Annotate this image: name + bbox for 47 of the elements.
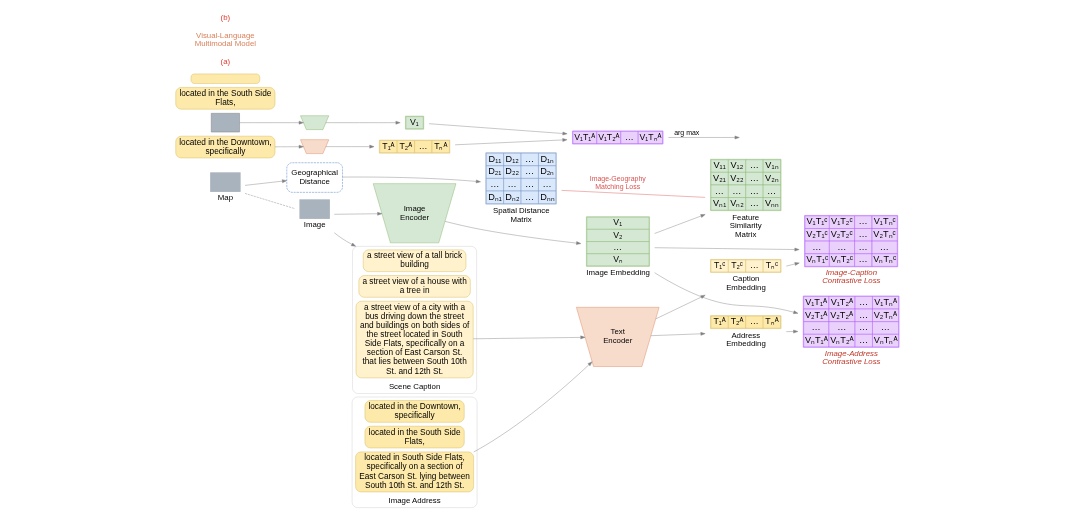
node-box: a street view of a city with a bus driving down the street and buildings on both sides of the street located in South Side Flats, specifically on a section of East Carson St. that lies between South 10th St. and 12th St. (355, 301, 474, 379)
node-box (210, 172, 241, 192)
arrow (650, 332, 706, 336)
arrow (786, 329, 799, 334)
node-box: located in South Side Flats, specifically on a section of East Carson St. lying between South 10th St. and 12th St. (355, 451, 474, 493)
arrow (325, 144, 375, 149)
arrow (342, 176, 481, 184)
label: Visual-Language Multimodal Model (194, 30, 257, 49)
node-label: Map (217, 192, 233, 202)
arrow (444, 221, 582, 245)
node-label: Caption Embedding (726, 274, 766, 293)
arrow (325, 120, 401, 125)
arrow (668, 135, 740, 140)
node-label: Feature Similarity Matrix (729, 212, 762, 239)
arrow (654, 214, 706, 234)
arrow (334, 212, 383, 216)
arrow (274, 144, 304, 149)
node-box: located in the South Side Flats, (364, 425, 465, 449)
arrow (473, 335, 586, 340)
node-box: Geographical Distance (286, 162, 343, 193)
arrow (654, 272, 799, 314)
node-label: Image (303, 219, 326, 229)
node-box (211, 113, 240, 133)
node-box: a street view of a tall brick building (363, 249, 467, 272)
node-box: a street view of a house with a tree in (358, 275, 471, 298)
arrow (655, 294, 706, 320)
connector (244, 193, 296, 209)
label: (a) (220, 57, 231, 67)
arrow (786, 262, 800, 267)
node-label: Image-Caption Contrastive Loss (822, 268, 881, 286)
arrow (454, 138, 568, 146)
node-box: located in the South Side Flats, (175, 87, 276, 110)
arrow (654, 247, 800, 252)
node-box: located in the Downtown, specifically (175, 135, 276, 159)
label: (b) (220, 12, 231, 22)
node-box (190, 73, 260, 84)
arrow (239, 120, 304, 125)
arrow (473, 361, 593, 453)
arrow (334, 232, 356, 247)
node-box: located in the Downtown, specifically (364, 400, 465, 423)
arrow (428, 123, 568, 136)
node-label: Spatial Distance Matrix (492, 205, 550, 224)
node-label: Image-Address Contrastive Loss (822, 348, 881, 366)
node-label: Address Embedding (726, 330, 766, 349)
arrow (244, 179, 287, 186)
node-box (299, 199, 330, 219)
node-label: Image Embedding (586, 268, 650, 278)
